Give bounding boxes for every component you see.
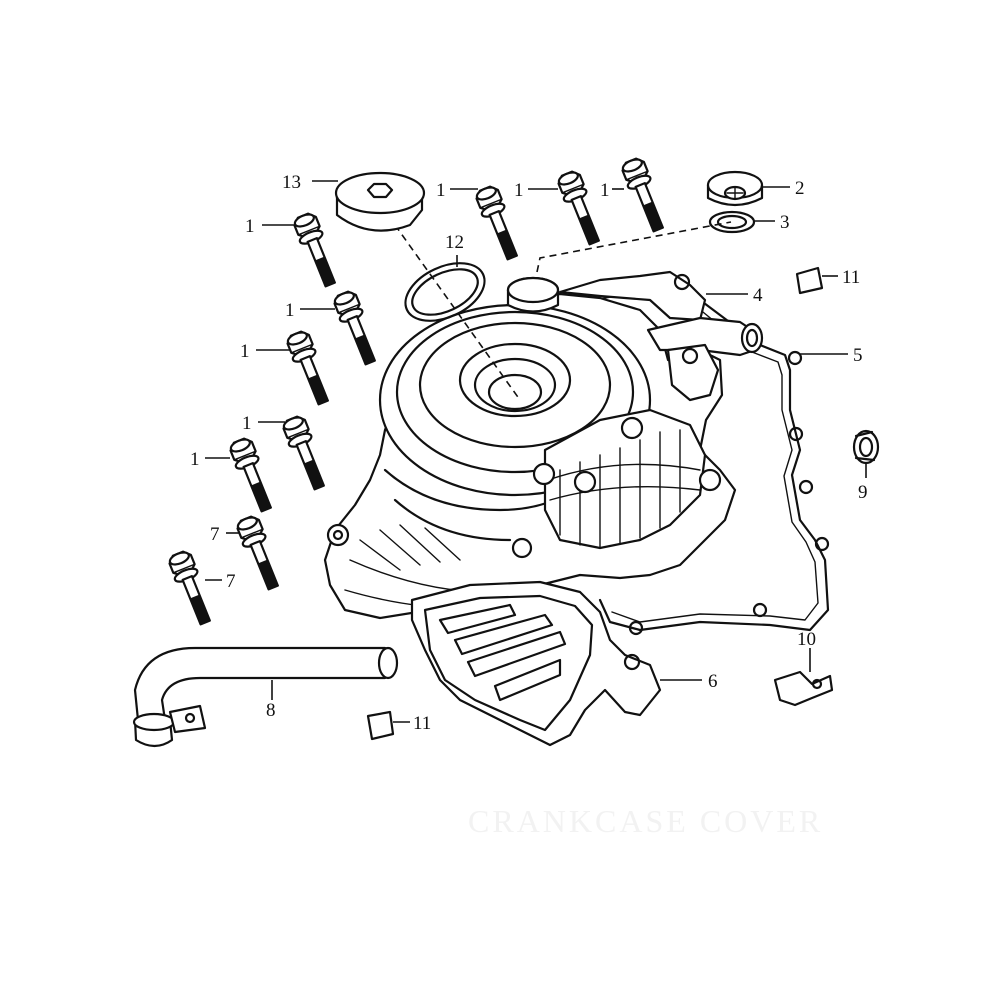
callout-7: 7 xyxy=(226,571,236,592)
callout-1: 1 xyxy=(240,341,250,362)
callout-1: 1 xyxy=(242,413,252,434)
breather-hose xyxy=(132,646,399,748)
gasket-hole xyxy=(798,479,814,495)
callout-5: 5 xyxy=(853,345,863,366)
gasket-hole xyxy=(628,620,644,636)
callout-9: 9 xyxy=(858,482,868,503)
gasket-hole xyxy=(787,350,803,366)
gasket-hole xyxy=(752,602,768,618)
callout-11: 11 xyxy=(842,267,860,288)
callout-6: 6 xyxy=(708,671,718,692)
gasket-hole xyxy=(814,536,830,552)
callout-1: 1 xyxy=(514,180,524,201)
bolt xyxy=(290,210,343,291)
oil-seal xyxy=(852,429,880,465)
watermark-text: CRANKCASE COVER xyxy=(468,803,823,839)
callout-11: 11 xyxy=(413,713,431,734)
bolt xyxy=(226,435,279,516)
clip-square xyxy=(366,710,395,741)
filler-cap xyxy=(706,170,764,207)
callout-1: 1 xyxy=(436,180,446,201)
callout-1: 1 xyxy=(190,449,200,470)
assembly-line xyxy=(536,221,732,273)
bolt xyxy=(233,513,286,594)
callout-8: 8 xyxy=(266,700,276,721)
callout-12: 12 xyxy=(445,232,464,253)
callout-13: 13 xyxy=(282,172,301,193)
bolt xyxy=(618,155,671,236)
plug-cap xyxy=(334,171,426,232)
bolt xyxy=(165,548,218,629)
bolt xyxy=(283,328,336,409)
gasket-hole xyxy=(788,426,804,442)
clip-square xyxy=(795,266,824,295)
callout-1: 1 xyxy=(600,180,610,201)
callout-1: 1 xyxy=(285,300,295,321)
bolt xyxy=(330,288,383,369)
callout-7: 7 xyxy=(210,524,220,545)
crankcase-cover xyxy=(323,270,764,620)
washer xyxy=(708,210,756,234)
callout-4: 4 xyxy=(753,285,763,306)
bolt xyxy=(554,168,607,249)
bracket-clip xyxy=(773,670,834,707)
cover-plate xyxy=(410,580,662,747)
o-ring xyxy=(404,262,486,322)
callout-1: 1 xyxy=(245,216,255,237)
callout-10: 10 xyxy=(797,629,816,650)
callout-2: 2 xyxy=(795,178,805,199)
bolt xyxy=(279,413,332,494)
callout-3: 3 xyxy=(780,212,790,233)
